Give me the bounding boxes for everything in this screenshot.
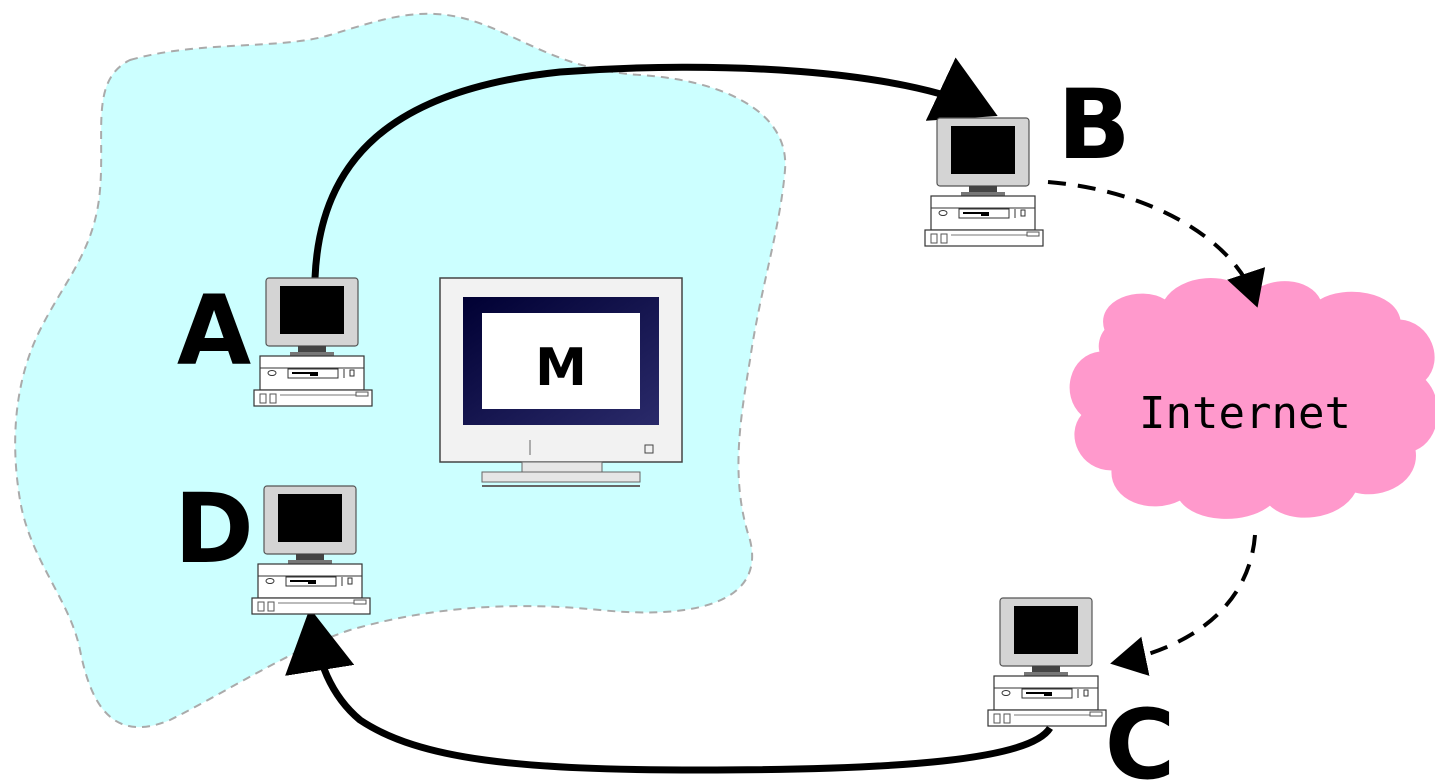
internet-cloud: Internet xyxy=(1069,278,1435,519)
internet-label: Internet xyxy=(1139,388,1351,439)
node-label-c: C xyxy=(1105,689,1175,784)
computer-d-icon xyxy=(251,485,371,615)
edge-b-to-internet xyxy=(1047,180,1266,308)
monitor-m-icon: M xyxy=(439,277,683,487)
edge-c-to-d xyxy=(285,608,1053,774)
computer-c-icon xyxy=(987,597,1107,727)
local-network-region xyxy=(14,12,787,728)
edge-internet-to-c xyxy=(1110,534,1257,676)
computer-a-icon xyxy=(253,277,373,407)
node-label-d: D xyxy=(174,473,254,585)
computer-b-icon xyxy=(924,117,1044,247)
monitor-m-label: M xyxy=(535,338,587,398)
node-label-a: A xyxy=(177,275,251,387)
node-label-b: B xyxy=(1057,69,1130,181)
edge-a-to-b xyxy=(311,57,998,279)
